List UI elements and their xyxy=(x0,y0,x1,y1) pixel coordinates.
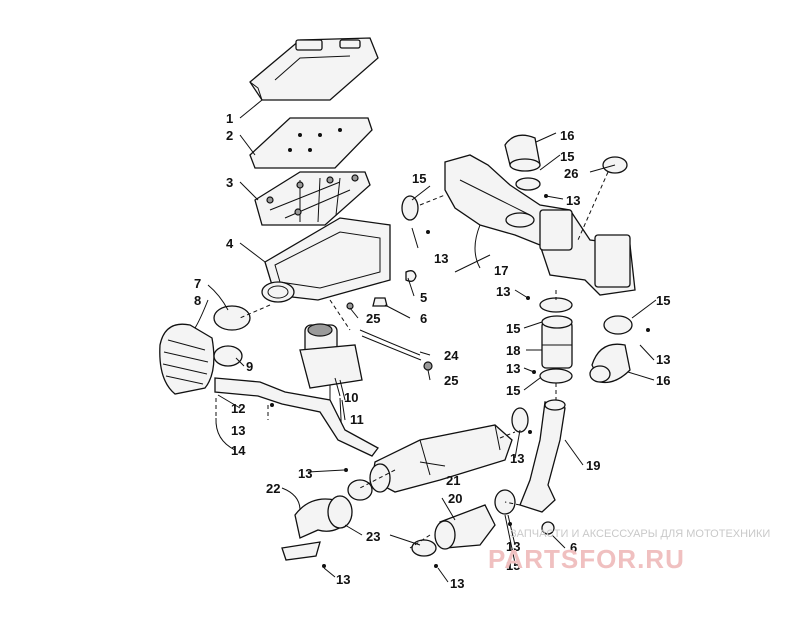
callout-23: 23 xyxy=(366,529,380,544)
elbow-16-right xyxy=(589,343,631,384)
callout-21: 21 xyxy=(446,473,460,488)
callout-13-airbox: 13 xyxy=(434,251,448,266)
clamp-15-left xyxy=(401,195,419,221)
clip-5 xyxy=(405,270,417,282)
callout-4: 4 xyxy=(226,236,234,251)
callout-13-duct: 13 xyxy=(506,539,520,554)
callout-13-top-silencer: 13 xyxy=(298,466,312,481)
elbow-22 xyxy=(281,495,353,561)
intake-duct xyxy=(444,154,636,296)
callout-13-mid: 13 xyxy=(496,284,510,299)
intake-boot xyxy=(159,323,215,395)
callout-7: 7 xyxy=(194,276,201,291)
callout-10: 10 xyxy=(344,390,358,405)
airbox-cover xyxy=(249,37,379,101)
coupler-18 xyxy=(541,315,573,369)
callout-20: 20 xyxy=(448,491,462,506)
callout-19: 19 xyxy=(586,458,600,473)
callout-13-right: 13 xyxy=(656,352,670,367)
callout-13-bracket: 13 xyxy=(231,423,245,438)
leader-lines xyxy=(194,99,657,583)
callout-12: 12 xyxy=(231,401,245,416)
callout-2: 2 xyxy=(226,128,233,143)
callout-14: 14 xyxy=(231,443,246,458)
callout-6-lower: 6 xyxy=(570,540,577,555)
callout-11: 11 xyxy=(350,412,364,427)
callout-9: 9 xyxy=(246,359,253,374)
silencer-21 xyxy=(369,424,513,493)
callout-3: 3 xyxy=(226,175,233,190)
air-filter xyxy=(249,117,373,169)
watermark-tagline: ЗАПЧАСТИ И АКСЕССУАРЫ ДЛЯ МОТОТЕХНИКИ xyxy=(510,528,770,540)
callout-16-right: 16 xyxy=(656,373,670,388)
carburetor xyxy=(299,323,363,410)
callout-13-bottom-left: 13 xyxy=(336,572,350,587)
callout-8: 8 xyxy=(194,293,201,308)
clamp-15-right xyxy=(603,315,633,335)
callout-15-top: 15 xyxy=(560,149,574,164)
clamp-15-top xyxy=(515,177,541,191)
callout-24: 24 xyxy=(444,348,459,363)
watermark-site: PARTSFOR.RU xyxy=(488,544,685,574)
clamp-25-bottom xyxy=(423,361,433,371)
callout-15-right: 15 xyxy=(656,293,670,308)
callout-22: 22 xyxy=(266,481,280,496)
clamp-25-top xyxy=(346,302,354,310)
clamp-15-lower xyxy=(539,368,573,384)
callout-15-left: 15 xyxy=(412,171,426,186)
clamp-9 xyxy=(213,345,243,367)
watermark: ЗАПЧАСТИ И АКСЕССУАРЫ ДЛЯ МОТОТЕХНИКИ PA… xyxy=(488,528,770,574)
clamp-23-lower xyxy=(411,539,437,557)
callout-25-top: 25 xyxy=(366,311,380,326)
plug-6 xyxy=(372,297,388,307)
callout-13-lower: 13 xyxy=(506,361,520,376)
callout-1: 1 xyxy=(226,111,233,126)
callout-25-bottom: 25 xyxy=(444,373,458,388)
clamp-15-tube xyxy=(511,407,529,433)
airbox xyxy=(261,217,391,303)
callout-15-lower: 15 xyxy=(506,383,520,398)
callout-18: 18 xyxy=(506,343,520,358)
callout-16-top: 16 xyxy=(560,128,574,143)
callout-17: 17 xyxy=(494,263,508,278)
vent-tube-24 xyxy=(359,329,421,356)
bracket xyxy=(214,377,379,457)
clamp-7 xyxy=(213,305,251,331)
callout-13-top: 13 xyxy=(566,193,580,208)
callout-13-silencer: 13 xyxy=(510,451,524,466)
plug-6-lower xyxy=(541,521,555,535)
clamp-23-upper xyxy=(347,479,373,501)
callout-15-mid: 15 xyxy=(506,321,520,336)
clamp-15-mid xyxy=(539,297,573,313)
tube-19 xyxy=(519,399,566,513)
filter-cage xyxy=(254,171,371,226)
duct-20 xyxy=(434,504,496,550)
callout-5: 5 xyxy=(420,290,427,305)
callout-15-duct: 15 xyxy=(506,558,520,573)
callout-6: 6 xyxy=(420,311,427,326)
callout-labels: 1 2 3 4 5 6 7 8 9 10 11 12 13 14 15 13 1… xyxy=(194,111,670,591)
elbow-16-top xyxy=(504,134,541,172)
callout-13-bottom-right: 13 xyxy=(450,576,464,591)
callout-26: 26 xyxy=(564,166,578,181)
